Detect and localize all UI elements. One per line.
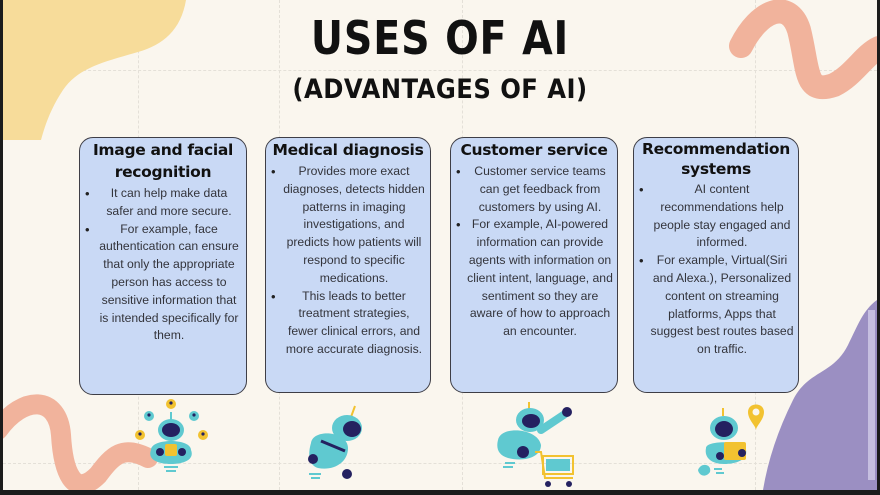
slide-subtitle: (ADVANTAGES OF AI) (292, 74, 588, 105)
grid-line (3, 70, 877, 71)
yellow-blob-shape (3, 0, 186, 140)
presentation-slide: USES OF AI (ADVANTAGES OF AI) Image and … (3, 0, 877, 490)
card-customer-service: Customer service Customer service teams … (450, 137, 618, 393)
bullet-item: For example, face authentication can ens… (84, 221, 242, 346)
bullet-list: It can help make data safer and more sec… (84, 185, 242, 345)
bullet-item: AI content recommendations help people s… (638, 181, 794, 252)
card-medical-diagnosis: Medical diagnosis Provides more exact di… (265, 137, 431, 393)
purple-blob-shape (763, 300, 877, 490)
card-heading: Recommendation systems (642, 140, 790, 178)
card-image-facial-recognition: Image and facial recognition It can help… (79, 137, 247, 395)
bullet-item: Customer service teams can get feedback … (455, 163, 613, 216)
bullet-item: It can help make data safer and more sec… (84, 185, 242, 221)
card-heading: Medical diagnosis (272, 141, 424, 159)
bullet-list: AI content recommendations help people s… (638, 181, 794, 359)
grid-line (3, 463, 877, 464)
robot-doctor-icon (308, 405, 362, 479)
pink-squiggle-shape (3, 394, 158, 490)
map-pin-icon (698, 404, 764, 476)
slide-title: USES OF AI (310, 11, 570, 65)
card-heading: Customer service (460, 141, 608, 159)
bullet-item: Provides more exact diagnoses, detects h… (270, 163, 426, 288)
card-recommendation-systems: Recommendation systems AI content recomm… (633, 137, 799, 393)
bullet-list: Provides more exact diagnoses, detects h… (270, 163, 426, 359)
bullet-item: For example, AI-powered information can … (455, 216, 613, 341)
shopping-cart-icon (497, 402, 574, 487)
robot-network-icon (135, 399, 208, 472)
bullet-item: This leads to better treatment strategie… (270, 288, 426, 359)
card-heading: Image and facial recognition (92, 141, 234, 181)
bullet-list: Customer service teams can get feedback … (455, 163, 613, 341)
pink-squiggle-shape (729, 0, 877, 99)
bullet-item: For example, Virtual(Siri and Alexa.), P… (638, 252, 794, 359)
